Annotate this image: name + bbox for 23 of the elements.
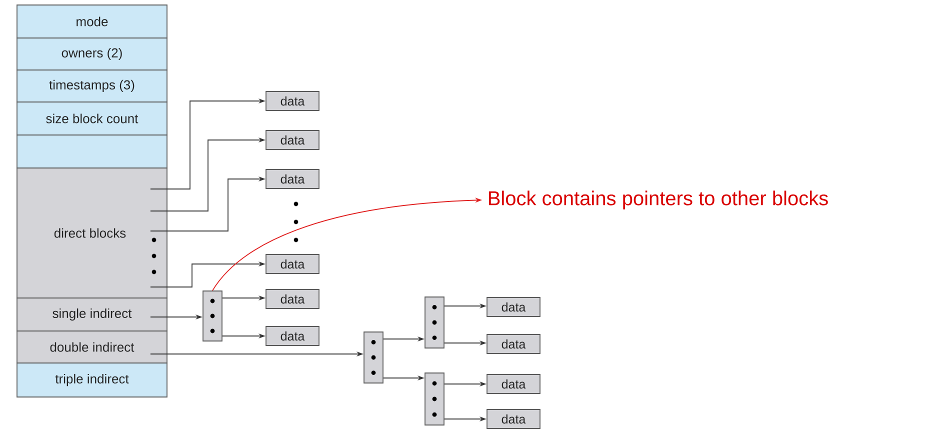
inode-cell: single indirect (16, 298, 168, 332)
data-box: data (266, 254, 320, 274)
data-box: data (266, 91, 320, 111)
data-box: data (486, 334, 540, 354)
data-box: data (266, 169, 320, 189)
inode-cell: size block count (16, 102, 168, 136)
inode-cell (16, 134, 168, 168)
data-box: data (486, 297, 540, 317)
pointer-block (424, 296, 444, 348)
pointer-block (424, 372, 444, 426)
data-box: data (486, 374, 540, 394)
inode-cell: timestamps (3) (16, 70, 168, 102)
pointer-block (202, 290, 222, 342)
pointer-block (364, 332, 384, 384)
data-box: data (266, 326, 320, 346)
data-box: data (486, 409, 540, 429)
data-box: data (266, 289, 320, 309)
annotation-text: Block contains pointers to other blocks (489, 190, 828, 210)
inode-cell: triple indirect (16, 362, 168, 398)
inode-cell: owners (2) (16, 38, 168, 70)
data-box: data (266, 130, 320, 150)
inode-cell: double indirect (16, 330, 168, 364)
inode-cell: mode (16, 4, 168, 38)
